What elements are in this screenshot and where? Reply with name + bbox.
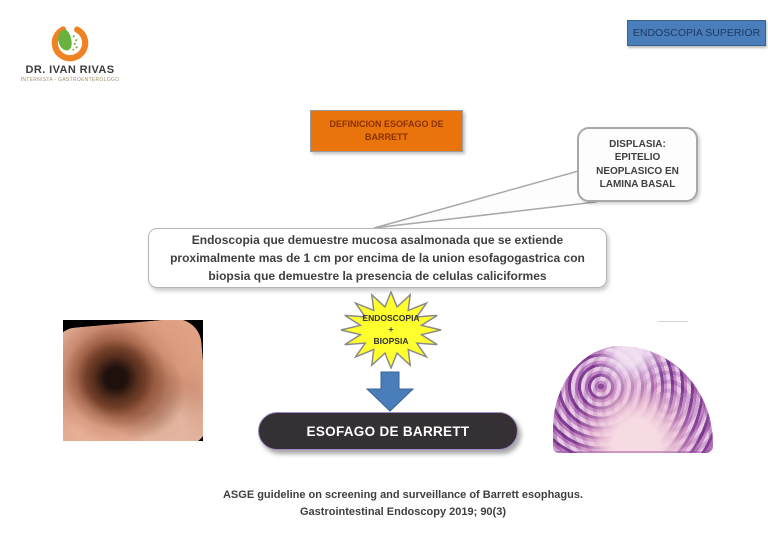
star-line: BIOPSIA xyxy=(373,335,409,346)
callout-line: NEOPLASICO EN xyxy=(596,165,679,177)
starburst-icon xyxy=(340,291,442,369)
brand-tagline: INTERNISTA - GASTROENTEROLOGO xyxy=(20,77,120,83)
definition-title-line: DEFINICION ESOFAGO DE xyxy=(329,118,444,129)
citation: ASGE guideline on screening and surveill… xyxy=(155,487,651,521)
definition-box: Endoscopia que demuestre mucosa asalmona… xyxy=(148,228,607,288)
star-line: + xyxy=(388,324,394,335)
stomach-logo-icon xyxy=(51,24,89,62)
divider-line xyxy=(658,321,688,322)
star-line: ENDOSCOPIA xyxy=(362,313,420,324)
dysplasia-callout: DISPLASIA: EPITELIO NEOPLASICO EN LAMINA… xyxy=(577,127,698,202)
brand-name: DR. IVAN RIVAS xyxy=(25,64,115,76)
starburst-shape xyxy=(340,291,442,369)
down-arrow-icon xyxy=(366,371,414,412)
method-starburst: ENDOSCOPIA + BIOPSIA xyxy=(340,291,442,369)
endoscopia-superior-button[interactable]: ENDOSCOPIA SUPERIOR xyxy=(627,20,766,46)
definition-line: biopsia que demuestre la presencia de ce… xyxy=(208,269,547,283)
endoscopy-lumen-art xyxy=(63,320,203,441)
endoscopy-photo xyxy=(63,320,203,441)
callout-line: EPITELIO xyxy=(614,152,661,164)
citation-line: Gastrointestinal Endoscopy 2019; 90(3) xyxy=(299,506,506,519)
callout-line: LAMINA BASAL xyxy=(599,178,676,190)
down-arrow-shape xyxy=(366,371,414,412)
definition-line: Endoscopia que demuestre mucosa asalmona… xyxy=(191,233,564,247)
callout-line: DISPLASIA: xyxy=(609,139,666,151)
definition-title-line: BARRETT xyxy=(365,132,408,142)
star-label: ENDOSCOPIA + BIOPSIA xyxy=(340,291,442,369)
definition-line: proximalmente mas de 1 cm por encima de … xyxy=(170,251,585,265)
definition-title-box: DEFINICION ESOFAGO DE BARRETT xyxy=(310,110,463,152)
result-pill: ESOFAGO DE BARRETT xyxy=(258,412,518,450)
citation-line: ASGE guideline on screening and surveill… xyxy=(222,489,584,501)
callout-tail xyxy=(373,169,598,229)
histology-photo xyxy=(553,346,713,453)
callout-tail-shape xyxy=(373,169,598,229)
brand-block: DR. IVAN RIVAS INTERNISTA - GASTROENTERO… xyxy=(21,24,119,83)
